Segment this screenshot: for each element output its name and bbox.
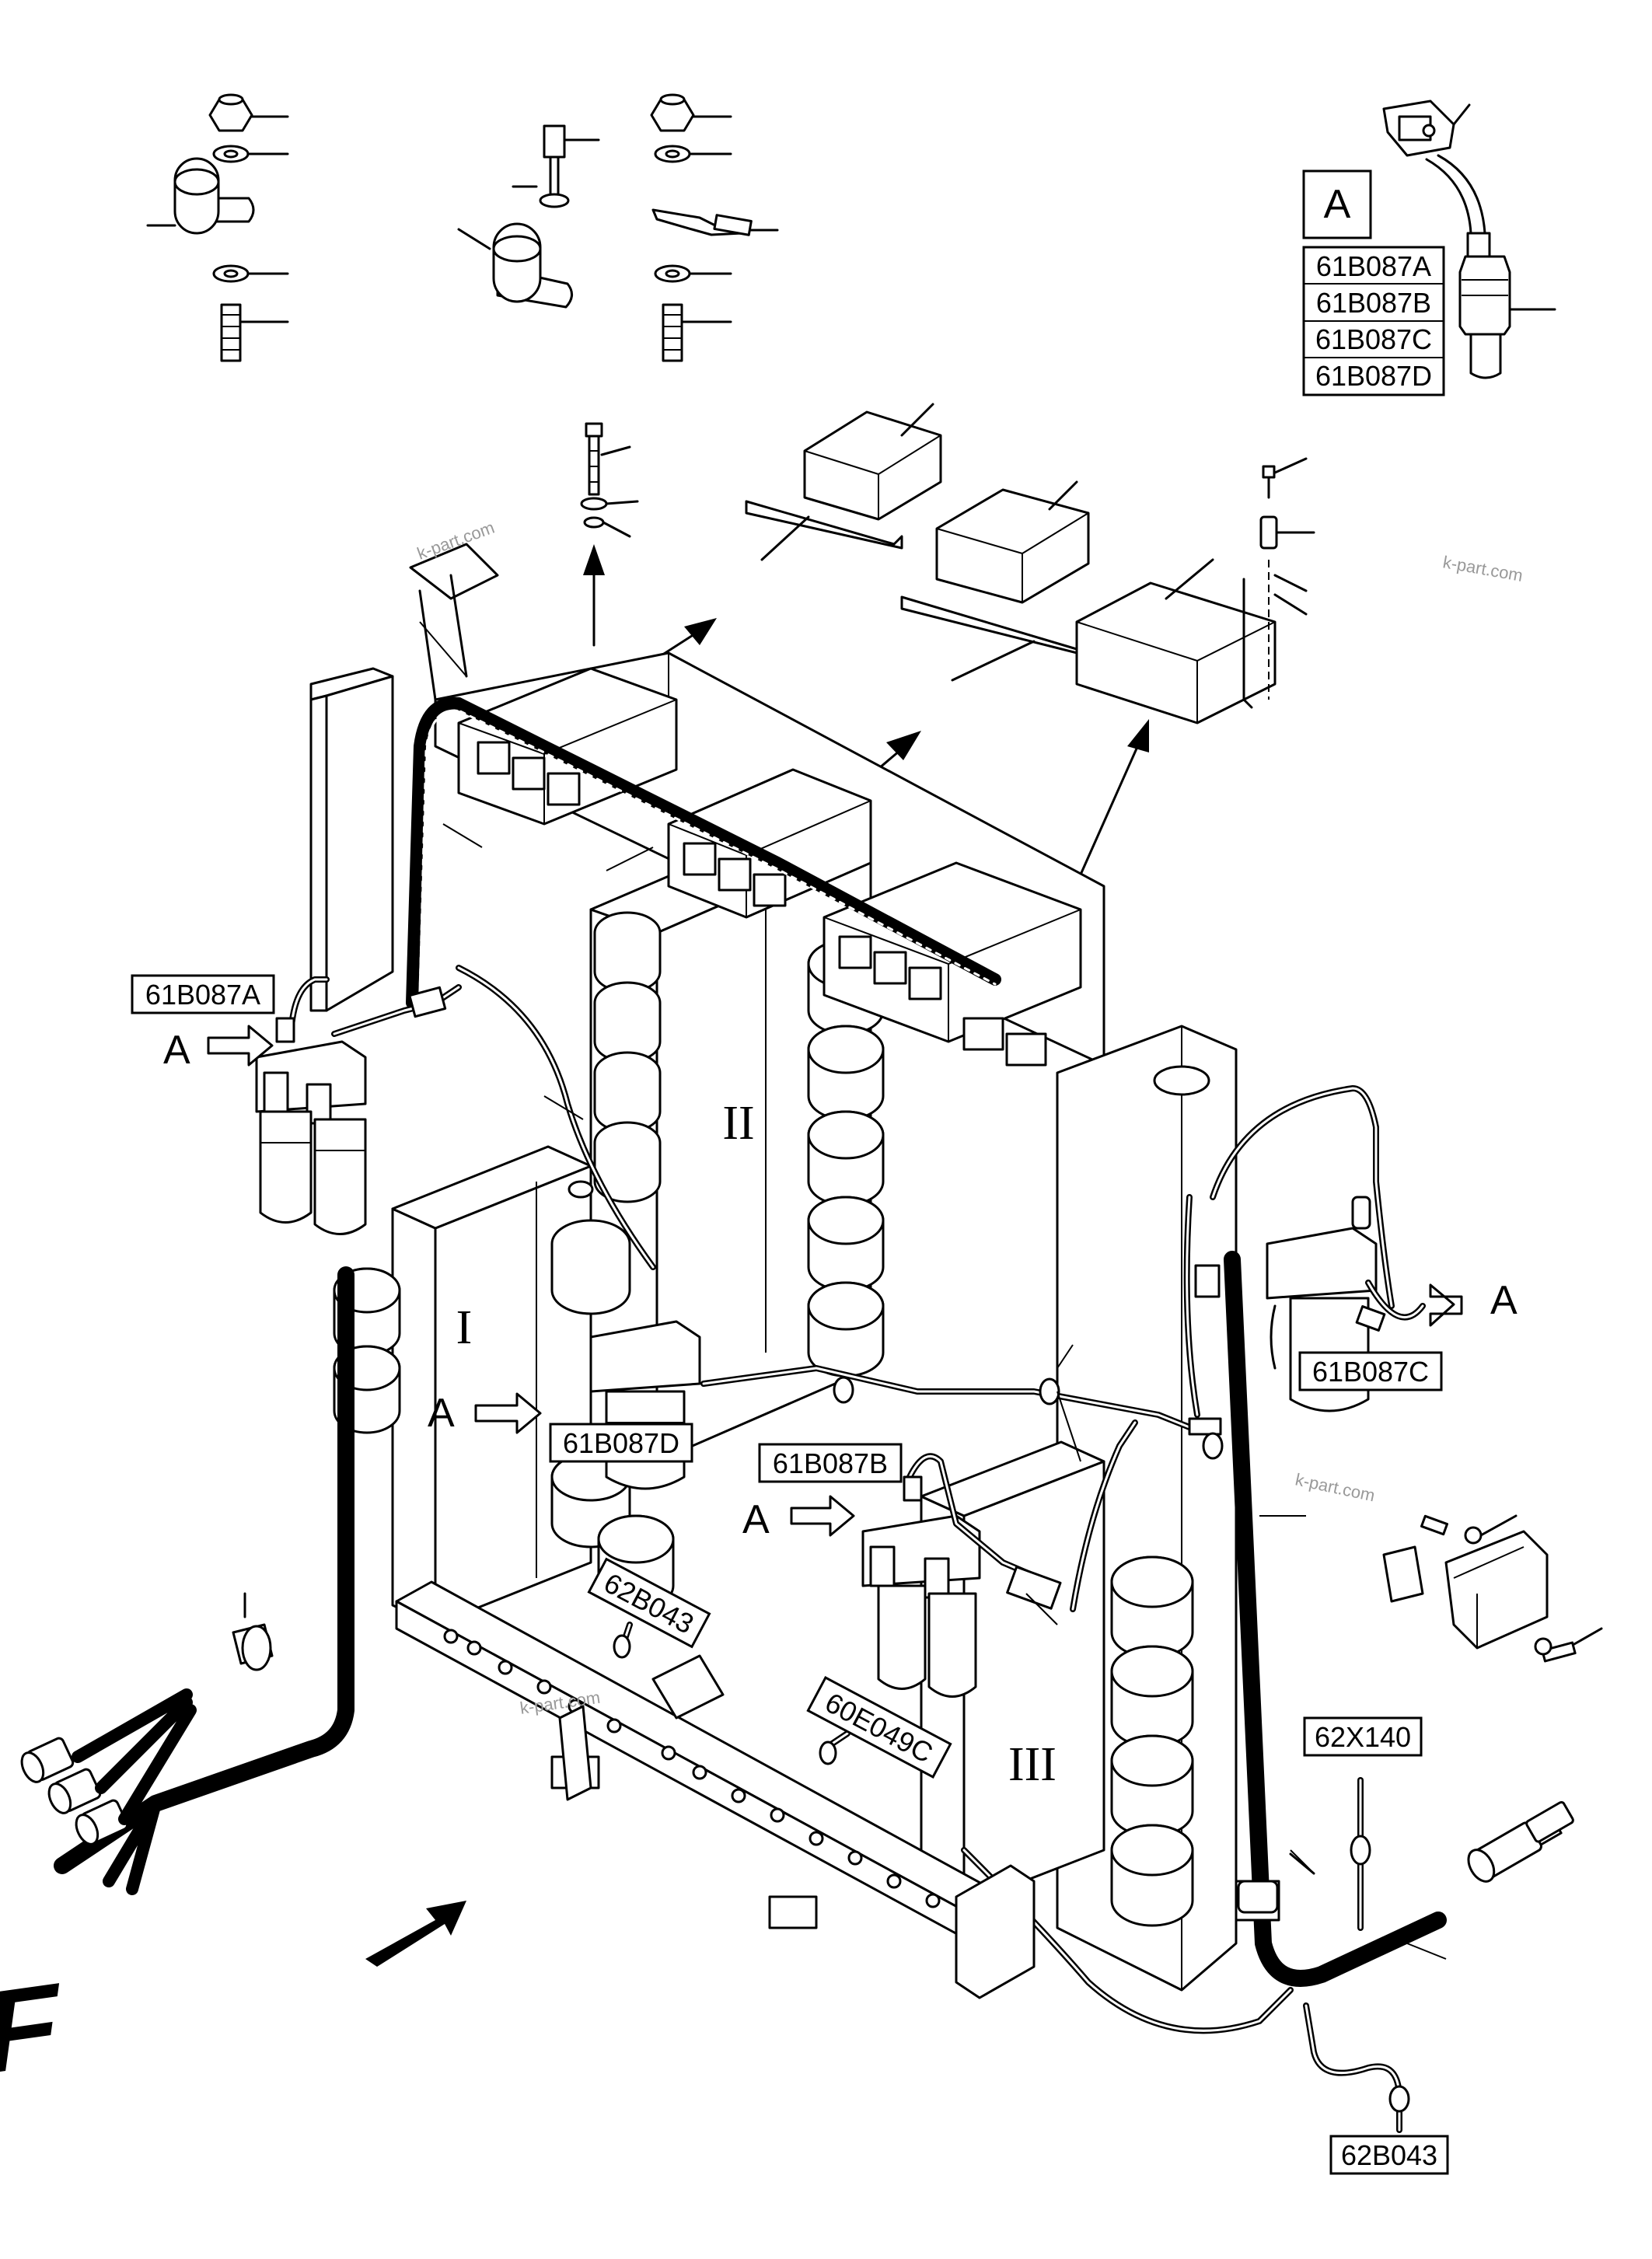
callout-label: 61B087B [773,1447,888,1479]
cable-clamps [241,1180,1410,2113]
filter-assembly-left [255,1040,367,1235]
filter-assembly-middle [589,1320,701,1490]
bottom-rail [395,1580,1036,1999]
detail-key-part: 61B087D [1315,360,1432,392]
callout-62X140: 62X140 [1303,1716,1423,1757]
bottom-right-connectors [1235,1800,1574,1922]
callout-label: 61B087A [145,979,260,1011]
callout-label: 62X140 [1315,1721,1411,1753]
view-arrow-letter: A [163,1028,190,1073]
view-arrow-a4: A [1429,1278,1518,1327]
view-arrow-letter: A [1490,1278,1518,1323]
detail-key-letter: A [1324,182,1351,227]
callout-62B043-lower: 62B043 [1329,2135,1449,2175]
exploded-bolt [580,422,639,647]
valve-block-II: II [589,815,885,1463]
callout-61B087B: 61B087B [758,1443,903,1483]
callout-61B087D: 61B087D [549,1423,693,1463]
exploded-screw-set [1242,457,1315,709]
callout-61B087A: 61B087A [131,974,275,1014]
detail-key-part: 61B087C [1315,323,1432,355]
block-III-label: III [1008,1738,1057,1791]
valve-block-III: III [920,1440,1194,1927]
corrugated-conduit [406,543,1001,1009]
callout-label: 61B087C [1312,1356,1429,1388]
view-arrow-letter: A [428,1391,455,1436]
sensor-heads [275,986,1386,1610]
bottom-left-connectors [20,1592,274,1845]
exploded-covers [745,403,1277,724]
detail-key: A 61B087A 61B087B 61B087C 61B087D [1302,169,1445,396]
side-bracket-kit [1382,1514,1603,1663]
view-arrow-letter: A [742,1497,770,1542]
filter-assembly-right-low [861,1514,981,1698]
black-hoses [54,1251,1447,1987]
detail-a-sensor [1382,100,1556,379]
block-II-label: II [722,1097,754,1150]
view-arrow-a1: A [163,1025,274,1073]
clamp-kit-middle [457,124,600,309]
callout-61B087C: 61B087C [1298,1351,1443,1391]
block-I-label: I [456,1301,473,1354]
view-arrow-a2: A [428,1391,542,1436]
watermark: k-part.com [1294,1469,1377,1505]
callout-label: 62B043 [1341,2139,1437,2171]
leader-lines [419,621,1447,1960]
front-direction-indicator: F [0,1901,466,2100]
callout-label: 61B087D [563,1427,679,1459]
clamp-kit-left [146,93,289,362]
view-arrow-a3: A [742,1495,855,1542]
direction-letter: F [0,1958,67,2100]
detail-key-part: 61B087B [1316,287,1431,319]
detail-key-part: 61B087A [1316,250,1431,282]
clamp-kit-right [650,93,779,362]
watermark: k-part.com [1441,552,1525,585]
